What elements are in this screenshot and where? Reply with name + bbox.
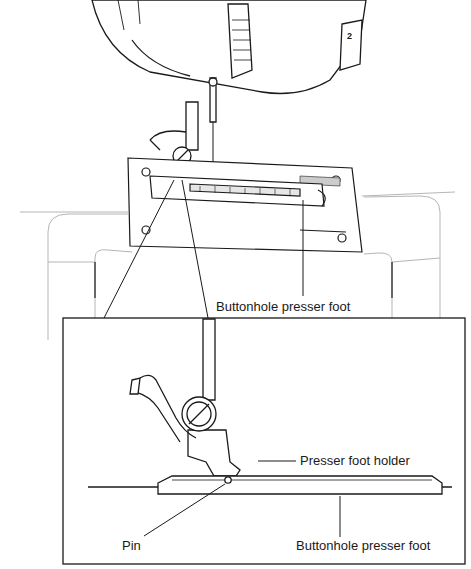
inset-leaders <box>144 461 340 537</box>
machine-bed-front <box>95 262 392 298</box>
part-label: Presser foot holder <box>300 453 410 468</box>
leader-lines <box>104 180 303 318</box>
part-label: Buttonhole presser foot <box>216 299 350 314</box>
presser-foot-holder <box>130 319 240 476</box>
needle-plate <box>128 158 362 252</box>
inset-foot <box>88 476 452 494</box>
inset-frame <box>63 318 465 564</box>
dial-number: 2 <box>347 31 352 41</box>
buttonhole-foot <box>150 176 325 206</box>
machine-head <box>92 0 366 180</box>
part-label: Buttonhole presser foot <box>296 538 430 553</box>
part-label: Pin <box>122 538 141 553</box>
